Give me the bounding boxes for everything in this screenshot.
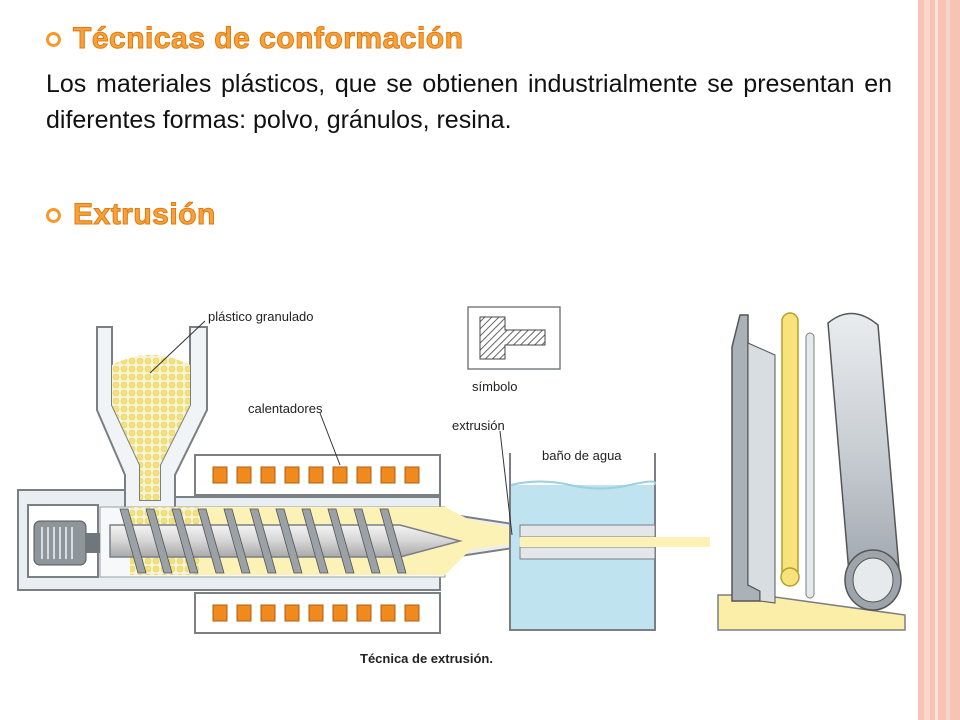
- label-bano-de-agua: baño de agua: [542, 448, 622, 463]
- screw-flight: [197, 508, 225, 574]
- screw-flight: [275, 508, 303, 574]
- label-extrusion: extrusión: [452, 418, 505, 433]
- heater-element: [404, 604, 420, 622]
- heater-element: [284, 604, 300, 622]
- hopper: [96, 326, 208, 511]
- heater-element: [236, 604, 252, 622]
- screw-flight: [301, 508, 329, 574]
- leader-lines: [149, 320, 513, 536]
- heater-element: [356, 466, 372, 484]
- label-calentadores: calentadores: [248, 401, 323, 416]
- screw-flight: [327, 508, 355, 574]
- heater-element: [380, 604, 396, 622]
- heater-element: [260, 466, 276, 484]
- heater-bottom: [194, 592, 441, 634]
- heater-element: [236, 466, 252, 484]
- extrusion-diagram: plástico granulado calentadores símbolo …: [17, 306, 906, 666]
- screw-flight: [379, 508, 407, 574]
- label-simbolo: símbolo: [472, 379, 518, 394]
- section-heading-tecnicas: Técnicas de conformación: [46, 22, 463, 56]
- extruded-profiles: [717, 312, 906, 631]
- section-heading-extrusion: Extrusión: [46, 198, 216, 232]
- water-bath: [509, 453, 710, 631]
- screw-flight: [353, 508, 381, 574]
- symbol-box: [467, 306, 561, 370]
- heater-element: [404, 466, 420, 484]
- heater-element: [308, 466, 324, 484]
- decorative-border-line-1: [924, 0, 930, 720]
- diagram-caption: Técnica de extrusión.: [360, 651, 493, 666]
- screw-flight: [223, 508, 251, 574]
- decorative-border-line-2: [935, 0, 938, 720]
- heater-top: [194, 454, 441, 496]
- screw: [109, 508, 463, 574]
- body-paragraph: Los materiales plásticos, que se obtiene…: [46, 70, 892, 134]
- heater-element: [332, 604, 348, 622]
- screw-flight: [119, 508, 147, 574]
- heater-element: [284, 466, 300, 484]
- bullet-icon: [46, 207, 61, 223]
- bullet-icon: [46, 31, 61, 47]
- screw-flight: [249, 508, 277, 574]
- label-plastico-granulado: plástico granulado: [208, 309, 314, 324]
- heater-element: [212, 466, 228, 484]
- section-title: Técnicas de conformación: [72, 22, 464, 56]
- screw-flight: [145, 508, 173, 574]
- motor: [27, 504, 100, 578]
- heater-element: [212, 604, 228, 622]
- heater-element: [380, 466, 396, 484]
- screw-flight: [171, 508, 199, 574]
- heater-element: [308, 604, 324, 622]
- heater-element: [260, 604, 276, 622]
- decorative-border-line-3: [946, 0, 950, 720]
- heater-element: [356, 604, 372, 622]
- heater-element: [332, 466, 348, 484]
- section-title: Extrusión: [73, 198, 216, 232]
